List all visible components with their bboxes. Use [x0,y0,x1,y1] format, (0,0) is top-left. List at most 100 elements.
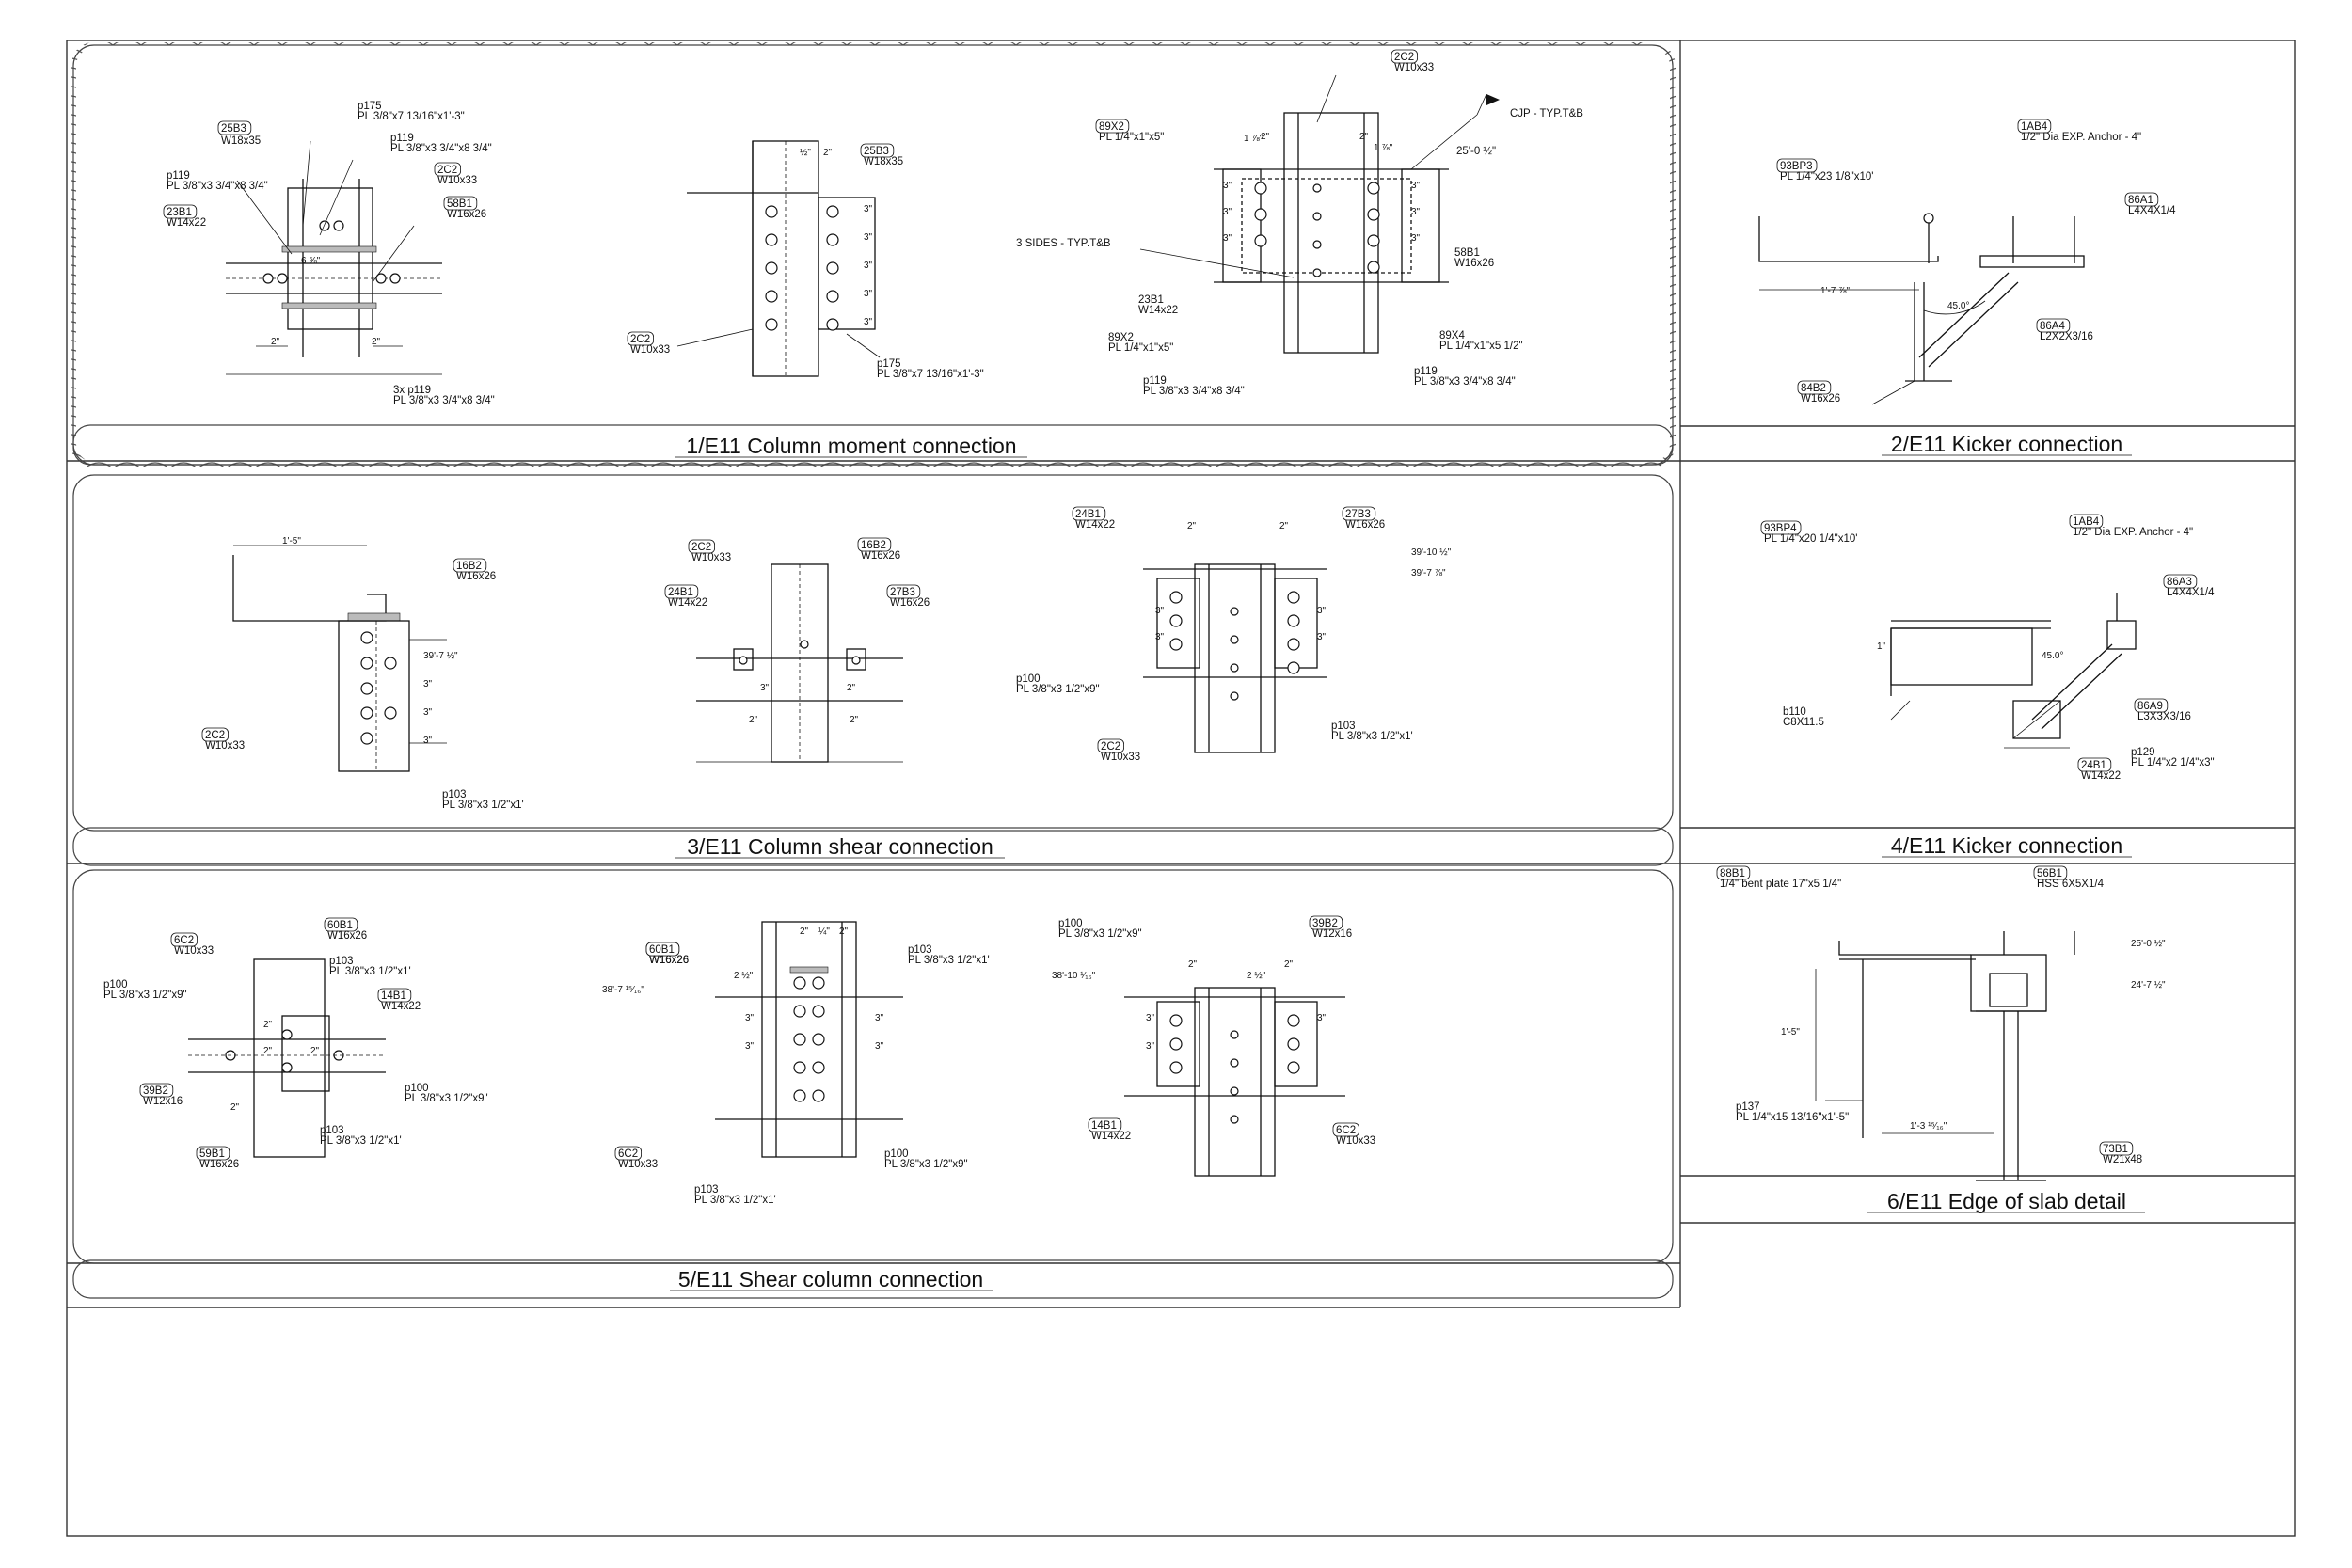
d2-label: 86A1 [2128,195,2153,206]
d3-dimension: 39'-7 ½" [423,651,458,661]
d3-dimension: 2" [847,683,856,693]
label-tag-frame [1088,1117,1122,1132]
d5-label: PL 3/8"x3 1/2"x1' [320,1135,402,1147]
detail-5-title: 5/E11 Shear column connection [678,1267,983,1291]
label-tag-frame [860,143,895,158]
d3-label: p103 [442,789,467,800]
detail-1c-elevation [1139,74,1500,354]
d5-label: W12x16 [143,1096,183,1107]
d1-label: p119 [390,133,414,144]
d1-label: 58B1 [1454,247,1480,259]
d1-label: 89X2 [1099,121,1124,133]
d5-label: p100 [405,1083,429,1094]
d4-label: L4X4X1/4 [2167,587,2215,598]
d4-dimension: 1" [1877,641,1886,652]
d3-dimension: 1'-5" [282,536,301,546]
d5-dimension: 2" [310,1046,320,1056]
d5-label: p100 [884,1148,909,1160]
d5-dimension: 3" [875,1041,884,1052]
detail-3a-elevation [232,545,447,772]
d3-label: 2C2 [691,542,711,553]
d2-label: 86A4 [2040,321,2065,332]
label-tag-frame [139,1083,174,1098]
d3-label: W14x22 [1075,519,1115,531]
label-tag-frame [645,942,680,957]
d1-label: 89X4 [1439,330,1465,341]
d2-label: PL 1/4"x23 1/8"x10' [1780,171,1873,182]
d2-label: 84B2 [1801,383,1826,394]
label-tag-frame [443,196,478,211]
label-tag-frame [377,988,412,1003]
d4-label: 1/2" Dia EXP. Anchor - 4" [2073,527,2193,538]
detail-1-drawings [226,74,1500,377]
d1-dimension: 1 ⅞" [1374,143,1393,153]
d1-label: W10x33 [1394,62,1434,73]
d5-label: W16x26 [199,1159,239,1170]
d1-label: W16x26 [1454,258,1494,269]
d1-label: PL 1/4"x1"x5" [1099,132,1164,143]
d3-label: 27B3 [890,587,915,598]
d1-label: p119 [1143,375,1167,387]
d1-label: W10x33 [630,344,670,356]
detail-6-title: 6/E11 Edge of slab detail [1887,1189,2126,1213]
label-tag-frame [2036,318,2071,333]
label-tag-frame [196,1146,230,1161]
d1-label: PL 1/4"x1"x5 1/2" [1439,341,1523,352]
d2-label: L2X2X3/16 [2040,331,2093,342]
d1-dimension: 3" [864,232,873,243]
d1-label: PL 3/8"x3 3/4"x8 3/4" [1414,376,1516,388]
d6-label: PL 1/4"x15 13/16"x1'-5" [1736,1112,1849,1123]
d6-label: 56B1 [2037,868,2062,879]
d3-label: W10x33 [1101,752,1140,763]
d2-label: 93BP3 [1780,161,1813,172]
d4-label: 1AB4 [2073,516,2100,528]
d3-dimension: 39'-10 ½" [1411,547,1452,558]
label-tag-frame [1760,520,1802,535]
detail-5a-elevation [188,958,386,1158]
d3-label: W16x26 [1345,519,1385,531]
d1-label: 3x p119 [393,385,431,396]
d5-dimension: 38'-7 ¹⁵⁄₁₆" [602,985,644,995]
d6-label: 73B1 [2103,1144,2128,1155]
d3-dimension: 2" [749,715,758,725]
d3-label: W16x26 [861,550,900,562]
d5-dimension: 2" [263,1020,273,1030]
label-tag-frame [857,537,892,552]
d3-dimension: 3" [760,683,770,693]
detail-titles: 1/E11 Column moment connection 2/E11 Kic… [670,432,2145,1291]
label-tag-frame [627,331,655,346]
d1-dimension: 3" [1411,181,1421,191]
detail-1b-elevation [676,140,881,377]
detail-6-drawing [1815,931,2075,1181]
d5-label: W10x33 [174,945,214,957]
label-tag-frame [2134,698,2169,713]
d1-label: 23B1 [167,207,192,218]
label-tag-frame [1342,506,1376,521]
d1-label: 2C2 [437,165,457,176]
d1-label: PL 1/4"x1"x5" [1108,342,1173,354]
d5-label: W10x33 [1336,1135,1375,1147]
d1-dimension: 2" [1261,132,1270,142]
d3-label: 24B1 [668,587,693,598]
label-tag-frame [2124,192,2159,207]
d5-label: p100 [1058,918,1083,929]
d2-dimension: 45.0° [1947,301,1969,311]
d5-label: W14x22 [381,1001,421,1012]
d1-dimension: 3" [1223,181,1232,191]
d5-dimension: 2 ½" [1247,971,1266,981]
d1-dimension: 2" [271,337,280,347]
label-tag-frame [201,727,230,742]
d5-label: 59B1 [199,1148,225,1160]
d1-label: 89X2 [1108,332,1134,343]
d1-dimension: 3" [864,317,873,327]
d3-label: 2C2 [1101,741,1120,752]
d5-dimension: 3" [1317,1013,1327,1023]
d1-dimension: 3" [864,289,873,299]
d5-dimension: 3" [745,1041,755,1052]
d3-label: W14x22 [668,597,707,609]
label-tag-frame [2099,1141,2134,1156]
label-tag-frame [614,1146,643,1161]
d4-label: p129 [2131,747,2155,758]
d2-label: 1/2" Dia EXP. Anchor - 4" [2021,132,2141,143]
d5-dimension: 3" [875,1013,884,1023]
